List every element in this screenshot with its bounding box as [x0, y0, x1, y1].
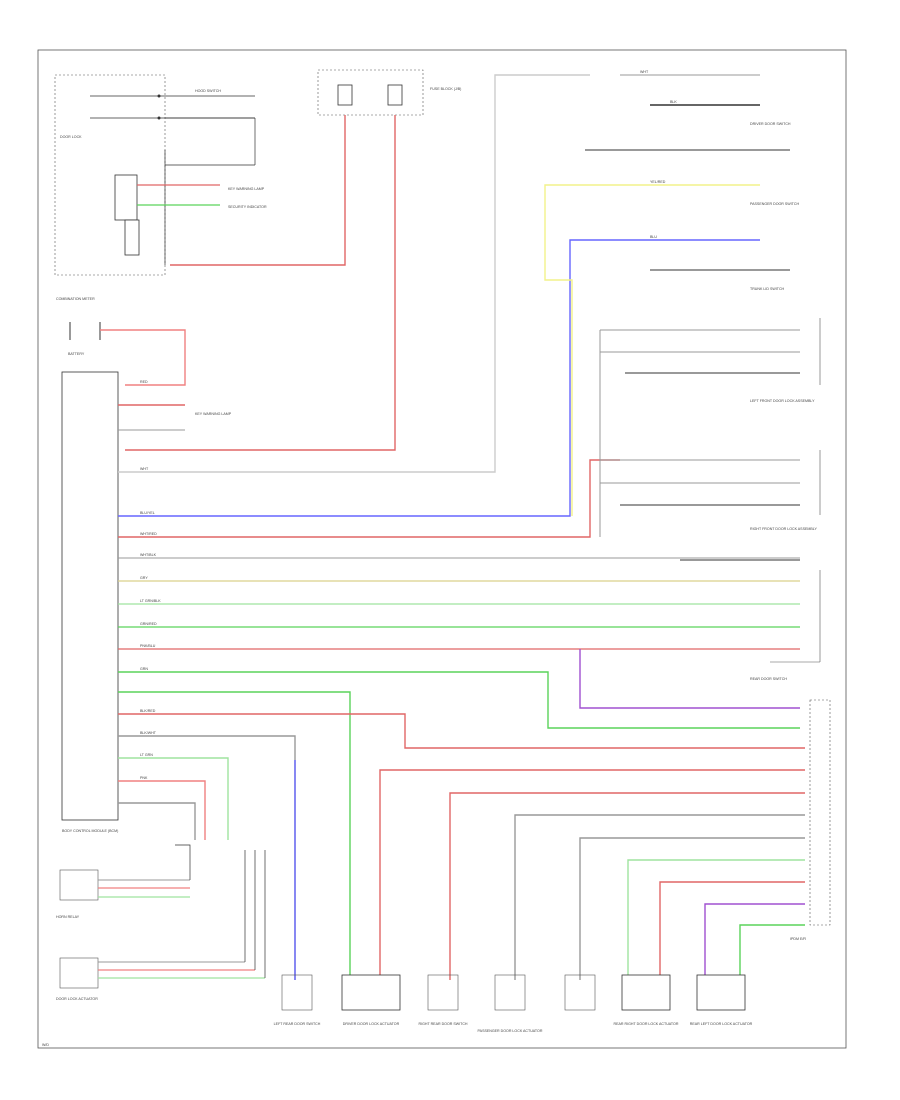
- tag-wht-top: WHT: [640, 70, 649, 74]
- tag-blu: BLU: [650, 235, 657, 239]
- left-front-lock-label: LEFT FRONT DOOR LOCK ASSEMBLY: [750, 399, 815, 403]
- horn-relay-label: HORN RELAY: [56, 915, 80, 919]
- wire-tags: BLU/YEL WHT/RED WHT/BLK GRY LT GRN/BLK G…: [140, 70, 677, 780]
- meter-outline: [54, 74, 166, 276]
- tag-wht-red: WHT/RED: [140, 532, 157, 536]
- door-lock-actuator-label: DOOR LOCK ACTUATOR: [56, 997, 98, 1001]
- rl-lock-actuator-label: REAR LEFT DOOR LOCK ACTUATOR: [690, 1022, 753, 1026]
- wire-red-3: [118, 713, 805, 749]
- right-rear-switch-label: RIGHT REAR DOOR SWITCH: [418, 1022, 467, 1026]
- wire-gray-top: [118, 74, 590, 473]
- tag-yel-red: YEL/RED: [650, 180, 666, 184]
- right-switch-group: DRIVER DOOR SWITCH PASSENGER DOOR SWITCH…: [585, 74, 799, 291]
- bottom-left-switches: HORN RELAY DOOR LOCK ACTUATOR: [56, 844, 266, 1001]
- combination-meter-label: COMBINATION METER: [56, 297, 95, 301]
- tag-wht-blk: WHT/BLK: [140, 553, 157, 557]
- right-rear-switch: [427, 974, 459, 1011]
- combination-meter-block: HOOD SWITCH DOOR LOCK KEY WARNING LAMP S…: [54, 74, 267, 301]
- battery-block: BATTERY: [68, 322, 186, 386]
- driver-lock-actuator-label: DRIVER DOOR LOCK ACTUATOR: [343, 1022, 400, 1026]
- tag-blk-red: BLK/RED: [140, 709, 156, 713]
- tag-red: RED: [140, 380, 148, 384]
- battery-label: BATTERY: [68, 352, 85, 356]
- tag-lt-grn-blk: LT GRN/BLK: [140, 599, 161, 603]
- right-connector: [809, 699, 831, 926]
- rr-lock-actuator-label: REAR RIGHT DOOR LOCK ACTUATOR: [614, 1022, 679, 1026]
- tag-blk-top: BLK: [670, 100, 677, 104]
- meter-module: [114, 174, 138, 221]
- door-lock-label: DOOR LOCK: [60, 135, 82, 139]
- passenger-lock-actuator-label: PASSENGER DOOR LOCK ACTUATOR: [478, 1029, 543, 1033]
- hood-switch-label: HOOD SWITCH: [195, 89, 221, 93]
- wire-lt-green-2: [627, 859, 805, 980]
- footer-label: W/D: [42, 1043, 49, 1047]
- bcm-label: BODY CONTROL MODULE (BCM): [62, 829, 118, 833]
- bcm-module: [61, 371, 119, 821]
- passenger-door-switch-label: PASSENGER DOOR SWITCH: [750, 202, 799, 206]
- outer-frame: [37, 49, 847, 1049]
- wire-gray-2: [118, 735, 296, 980]
- tag-grn-red: GRN/RED: [140, 622, 157, 626]
- wire-red-5: [449, 792, 805, 980]
- driver-door-switch-label: DRIVER DOOR SWITCH: [750, 122, 791, 126]
- wire-green-3: [118, 691, 351, 980]
- right-front-lock-label: RIGHT FRONT DOOR LOCK ASSEMBLY: [750, 527, 817, 531]
- tag-pnk-blu: PNK/BLU: [140, 644, 156, 648]
- fuse-2: [387, 84, 403, 106]
- left-rear-switch-label: LEFT REAR DOOR SWITCH: [274, 1022, 321, 1026]
- fuse-block: FUSE BLOCK (J/B): [317, 69, 461, 116]
- left-rear-switch: [281, 974, 313, 1011]
- tag-lt-grn: LT GRN: [140, 753, 153, 757]
- ipdm-label: IPDM E/R: [790, 937, 806, 941]
- fuse-block-label: FUSE BLOCK (J/B): [430, 87, 461, 91]
- wire-yellow: [544, 184, 760, 516]
- bcm-key-warning-label: KEY WARNING LAMP: [195, 412, 232, 416]
- tag-blu-yel: BLU/YEL: [140, 511, 155, 515]
- trunk-switch-label: TRUNK LID SWITCH: [750, 287, 785, 291]
- tag-pnk: PNK: [140, 776, 148, 780]
- tag-wht: WHT: [140, 467, 149, 471]
- driver-lock-actuator: [341, 974, 401, 1011]
- rr-lock-actuator: [621, 974, 671, 1011]
- wire-red-4: [379, 769, 805, 980]
- rear-door-switch-label: REAR DOOR SWITCH: [750, 677, 787, 681]
- security-indicator-label: SECURITY INDICATOR: [228, 205, 267, 209]
- rl-lock-actuator: [696, 974, 746, 1011]
- wire-blue: [118, 239, 760, 517]
- wire-fuse-meter: [170, 115, 346, 266]
- tag-gry: GRY: [140, 576, 148, 580]
- bottom-components: LEFT REAR DOOR SWITCH DRIVER DOOR LOCK A…: [274, 974, 753, 1033]
- key-warning-label: KEY WARNING LAMP: [228, 187, 265, 191]
- fuse-1: [337, 84, 353, 106]
- door-lock-connectors: LEFT FRONT DOOR LOCK ASSEMBLY RIGHT FRON…: [599, 318, 821, 681]
- wire-fuse-bcm: [125, 115, 396, 451]
- wire-green-2: [118, 671, 800, 729]
- tag-blk-wht: BLK/WHT: [140, 731, 157, 735]
- tag-grn: GRN: [140, 667, 148, 671]
- wire-purple: [579, 649, 800, 709]
